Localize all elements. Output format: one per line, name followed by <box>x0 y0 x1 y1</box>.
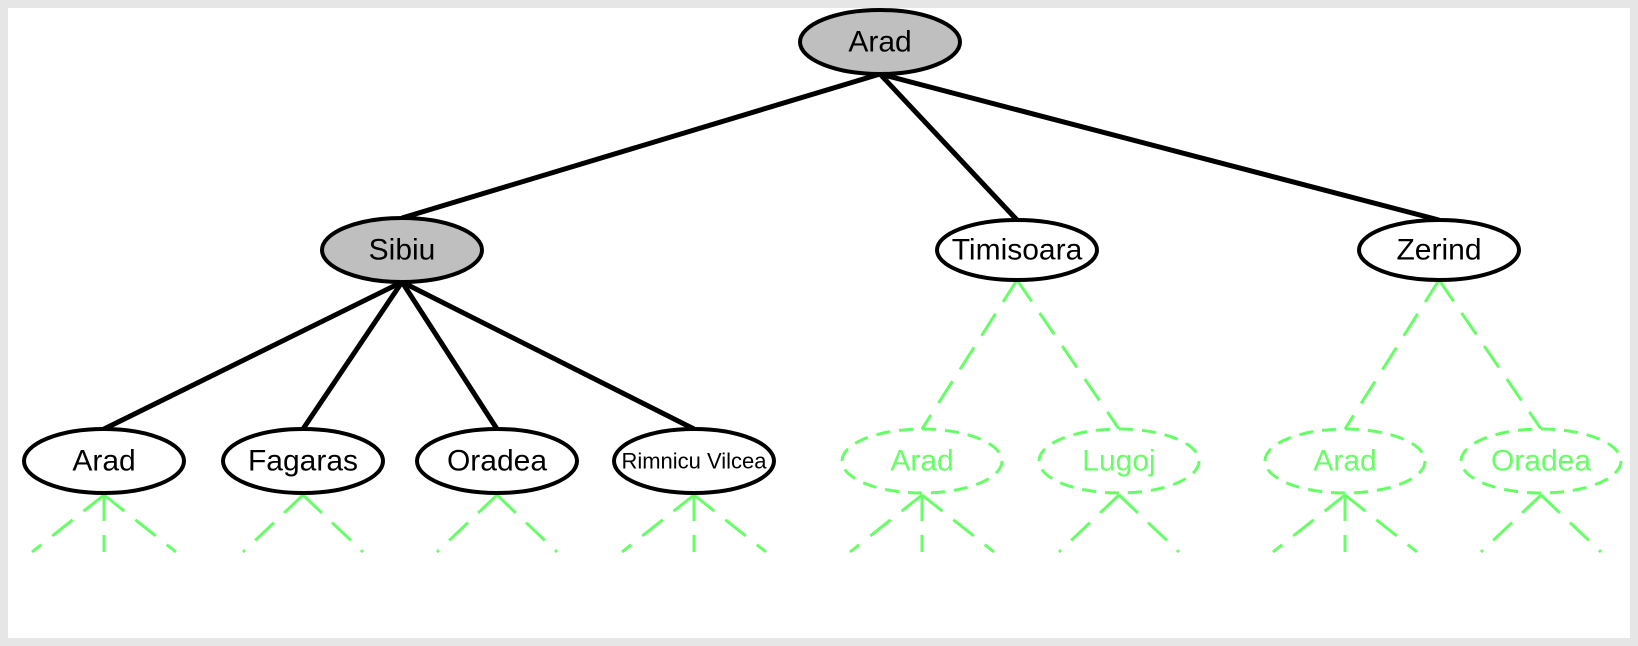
node-ellipse-timisoara <box>935 218 1099 282</box>
node-label-oradea: Oradea <box>447 445 547 478</box>
node-ellipse-zerind <box>1357 218 1521 282</box>
node-label-arad_root: Arad <box>848 26 911 59</box>
node-arad_root: Arad <box>798 8 962 76</box>
node-ellipse-lugoj <box>1037 427 1201 495</box>
branch-stub-zerind_arad-2 <box>1344 493 1418 554</box>
node-timisoara: Timisoara <box>935 218 1099 282</box>
edge-arad_root-to-sibiu <box>401 71 881 221</box>
branch-stub-zerind_arad-0 <box>1272 493 1346 554</box>
node-zerind_oradea: Oradea <box>1459 427 1623 495</box>
node-label-sibiu: Sibiu <box>369 234 436 267</box>
node-zerind_arad: Arad <box>1263 427 1427 495</box>
branch-stub-sibiu_arad-2 <box>103 493 177 554</box>
node-label-timisoara: Timisoara <box>952 234 1083 267</box>
node-label-zerind: Zerind <box>1396 234 1481 267</box>
node-label-rimnicu: Rimnicu Vilcea <box>621 449 767 474</box>
unexpanded-branch-stubs <box>31 493 1603 554</box>
branch-stub-oradea-1 <box>495 493 559 554</box>
node-ellipse-fagaras <box>221 427 385 495</box>
node-ellipse-sibiu_arad <box>22 427 186 495</box>
branch-stub-fagaras-1 <box>301 493 365 554</box>
branch-stub-oradea-0 <box>435 493 499 554</box>
edge-sibiu-to-sibiu_arad <box>102 279 404 432</box>
branch-stub-timisoara_arad-0 <box>849 493 923 554</box>
node-lugoj: Lugoj <box>1037 427 1201 495</box>
node-ellipse-rimnicu <box>612 427 776 495</box>
branch-stub-zerind_oradea-1 <box>1539 493 1603 554</box>
edge-sibiu-to-oradea <box>399 280 500 431</box>
edge-zerind-to-zerind_arad <box>1343 279 1441 430</box>
diagram-background <box>8 8 1630 638</box>
branch-stub-rimnicu-2 <box>693 493 767 554</box>
node-ellipse-zerind_oradea <box>1459 427 1623 495</box>
node-ellipse-zerind_arad <box>1263 427 1427 495</box>
branch-stub-timisoara_arad-2 <box>921 493 995 554</box>
node-label-zerind_arad: Arad <box>1313 445 1376 478</box>
branch-stub-zerind_oradea-0 <box>1479 493 1543 554</box>
edge-zerind-to-zerind_oradea <box>1437 279 1543 430</box>
node-ellipse-arad_root <box>798 8 962 76</box>
node-sibiu: Sibiu <box>320 216 484 284</box>
node-ellipse-sibiu <box>320 216 484 284</box>
node-label-sibiu_arad: Arad <box>72 445 135 478</box>
branch-stub-lugoj-1 <box>1117 493 1181 554</box>
edge-timisoara-to-lugoj <box>1015 279 1121 430</box>
node-zerind: Zerind <box>1357 218 1521 282</box>
edge-sibiu-to-rimnicu <box>400 279 696 432</box>
node-ellipse-oradea <box>415 427 579 495</box>
node-label-lugoj: Lugoj <box>1082 445 1155 478</box>
node-timisoara_arad: Arad <box>840 427 1004 495</box>
node-fagaras: Fagaras <box>221 427 385 495</box>
edge-timisoara-to-timisoara_arad <box>920 279 1019 430</box>
node-label-timisoara_arad: Arad <box>890 445 953 478</box>
branch-stub-lugoj-0 <box>1057 493 1121 554</box>
branch-stub-fagaras-0 <box>241 493 305 554</box>
edge-sibiu-to-fagaras <box>300 280 405 431</box>
node-rimnicu: Rimnicu Vilcea <box>612 427 776 495</box>
edge-arad_root-to-timisoara <box>878 72 1019 222</box>
node-label-zerind_oradea: Oradea <box>1491 445 1591 478</box>
node-sibiu_arad: Arad <box>22 427 186 495</box>
branch-stub-sibiu_arad-0 <box>31 493 105 554</box>
edges-layer <box>102 71 1543 432</box>
edge-arad_root-to-zerind <box>879 71 1440 223</box>
node-oradea: Oradea <box>415 427 579 495</box>
node-ellipse-timisoara_arad <box>840 427 1004 495</box>
node-label-fagaras: Fagaras <box>248 445 358 478</box>
branch-stub-rimnicu-0 <box>621 493 695 554</box>
